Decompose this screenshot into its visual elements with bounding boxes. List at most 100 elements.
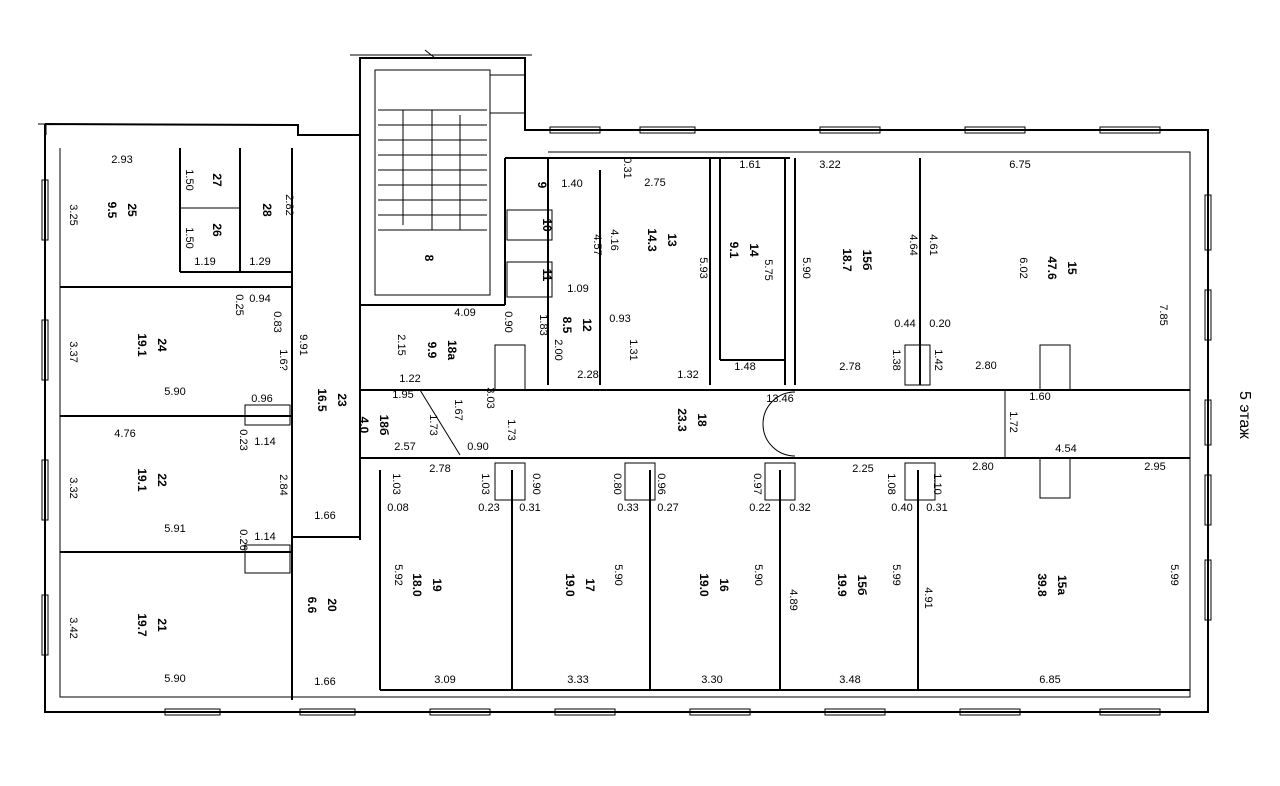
dimension-label: 0.90 xyxy=(467,441,488,453)
room-number: 15б xyxy=(855,575,869,596)
dimension-label: 0.97 xyxy=(751,473,763,494)
room-number: 19 xyxy=(430,578,444,592)
dimension-label: 2.78 xyxy=(429,463,450,475)
dimension-label: 1.50 xyxy=(183,169,195,190)
dimension-label: 0.96 xyxy=(251,393,272,405)
room-number: 18а xyxy=(445,340,459,360)
room-area: 18.0 xyxy=(410,573,424,597)
dimension-label: 0.08 xyxy=(387,502,408,514)
dimension-label: 1.09 xyxy=(567,283,588,295)
room-area: 9.5 xyxy=(105,202,119,219)
interior-walls xyxy=(60,69,1190,700)
dimension-label: 6.75 xyxy=(1009,159,1030,171)
room-area: 9.1 xyxy=(727,242,741,259)
dimension-label: 2.25 xyxy=(852,463,873,475)
dimension-label: 1.42 xyxy=(932,349,944,370)
stair-label: 8 xyxy=(422,255,436,262)
dimension-label: 4.16 xyxy=(608,229,620,250)
room-number: 9 xyxy=(535,182,549,189)
dimension-label: 0.23 xyxy=(237,429,249,450)
dimension-label: 0.20 xyxy=(929,318,950,330)
dimension-label: 13.46 xyxy=(766,393,794,405)
dimension-label: 2.84 xyxy=(277,474,289,495)
dimension-label: 1.50 xyxy=(183,227,195,248)
dimension-label: 0.22 xyxy=(749,502,770,514)
dimension-label: 1.38 xyxy=(890,349,902,370)
dimension-label: 5.91 xyxy=(164,523,185,535)
room-area: 9.9 xyxy=(425,342,439,359)
dimension-label: 5.92 xyxy=(392,564,404,585)
dimension-label: 1.72 xyxy=(1007,411,1019,432)
windows xyxy=(41,74,1212,716)
dimension-label: 5.99 xyxy=(1168,564,1180,585)
dimension-label: 5.90 xyxy=(800,257,812,278)
dimension-label: 4.76 xyxy=(114,428,135,440)
dimension-label: 1.40 xyxy=(561,178,582,190)
dimension-label: 3.48 xyxy=(839,674,860,686)
dimension-label: 0.31 xyxy=(926,502,947,514)
room-number: 23 xyxy=(335,393,349,407)
dimension-label: 3.09 xyxy=(434,674,455,686)
dimension-label: 5.90 xyxy=(164,673,185,685)
dimension-label: 7.85 xyxy=(1157,304,1169,325)
dimension-label: 2.00 xyxy=(552,339,564,360)
room-number: 18 xyxy=(695,413,709,427)
dimension-label: 1.10 xyxy=(931,473,943,494)
dimension-label: 9.91 xyxy=(297,334,309,355)
dimension-label: 0.25 xyxy=(233,294,245,315)
dimension-label: 4.91 xyxy=(922,587,934,608)
dimension-label: 1.95 xyxy=(392,389,413,401)
dimension-label: 1.03 xyxy=(390,473,402,494)
dimension-label: 4.89 xyxy=(787,589,799,610)
dimension-label: 0.90 xyxy=(502,311,514,332)
room-area: 14.3 xyxy=(645,228,659,252)
dimension-label: 0.31 xyxy=(519,502,540,514)
room-number: 20 xyxy=(325,598,339,612)
dimension-label: 2.15 xyxy=(395,334,407,355)
dimension-label: 1.14 xyxy=(254,531,275,543)
room-number: 17 xyxy=(583,578,597,592)
room-number: 13 xyxy=(665,233,679,247)
dimension-label: 4.64 xyxy=(907,234,919,255)
room-number: 15б xyxy=(860,250,874,271)
room-number: 28 xyxy=(260,203,274,217)
room-number: 21 xyxy=(155,618,169,632)
dimension-label: 0.80 xyxy=(611,473,623,494)
dimension-label: 6.85 xyxy=(1039,674,1060,686)
dimension-label: 0.83 xyxy=(271,311,283,332)
dimension-label: 5.90 xyxy=(164,386,185,398)
room-number: 15а xyxy=(1055,575,1069,595)
dimension-label: 5.90 xyxy=(752,564,764,585)
room-labels: 259.52728262419.12316.52219.12119.7206.6… xyxy=(105,173,1079,637)
dimension-label: 4.61 xyxy=(927,234,939,255)
outer-walls xyxy=(38,49,1209,713)
dimension-label: 3.32 xyxy=(67,477,79,498)
room-area: 4.0 xyxy=(357,417,371,434)
stair-steps xyxy=(378,109,487,231)
dimension-label: 2.95 xyxy=(1144,461,1165,473)
dimension-label: 0.40 xyxy=(891,502,912,514)
room-area: 19.1 xyxy=(135,333,149,357)
dimension-label: 1.32 xyxy=(677,369,698,381)
room-area: 19.0 xyxy=(563,573,577,597)
dimension-label: 1.03 xyxy=(479,473,491,494)
dimension-label: 1.66 xyxy=(314,676,335,688)
dimension-label: 6.02 xyxy=(1017,257,1029,278)
dimension-label: 3.30 xyxy=(701,674,722,686)
dimension-label: 3.25 xyxy=(67,204,79,225)
dimension-label: 1.83 xyxy=(537,314,549,335)
room-area: 16.5 xyxy=(315,388,329,412)
dimension-label: 1.14 xyxy=(254,436,275,448)
dimension-label: 0.33 xyxy=(617,502,638,514)
dimension-label: 3.22 xyxy=(819,159,840,171)
room-area: 19.1 xyxy=(135,468,149,492)
dimension-label: 0.27 xyxy=(657,502,678,514)
dimension-label: 0.96 xyxy=(655,473,667,494)
dimension-label: 1.08 xyxy=(885,473,897,494)
dimension-label: 1.6? xyxy=(277,349,289,370)
room-number: 12 xyxy=(580,318,594,332)
dimension-label: 5.93 xyxy=(697,257,709,278)
room-number: 14 xyxy=(747,243,761,257)
